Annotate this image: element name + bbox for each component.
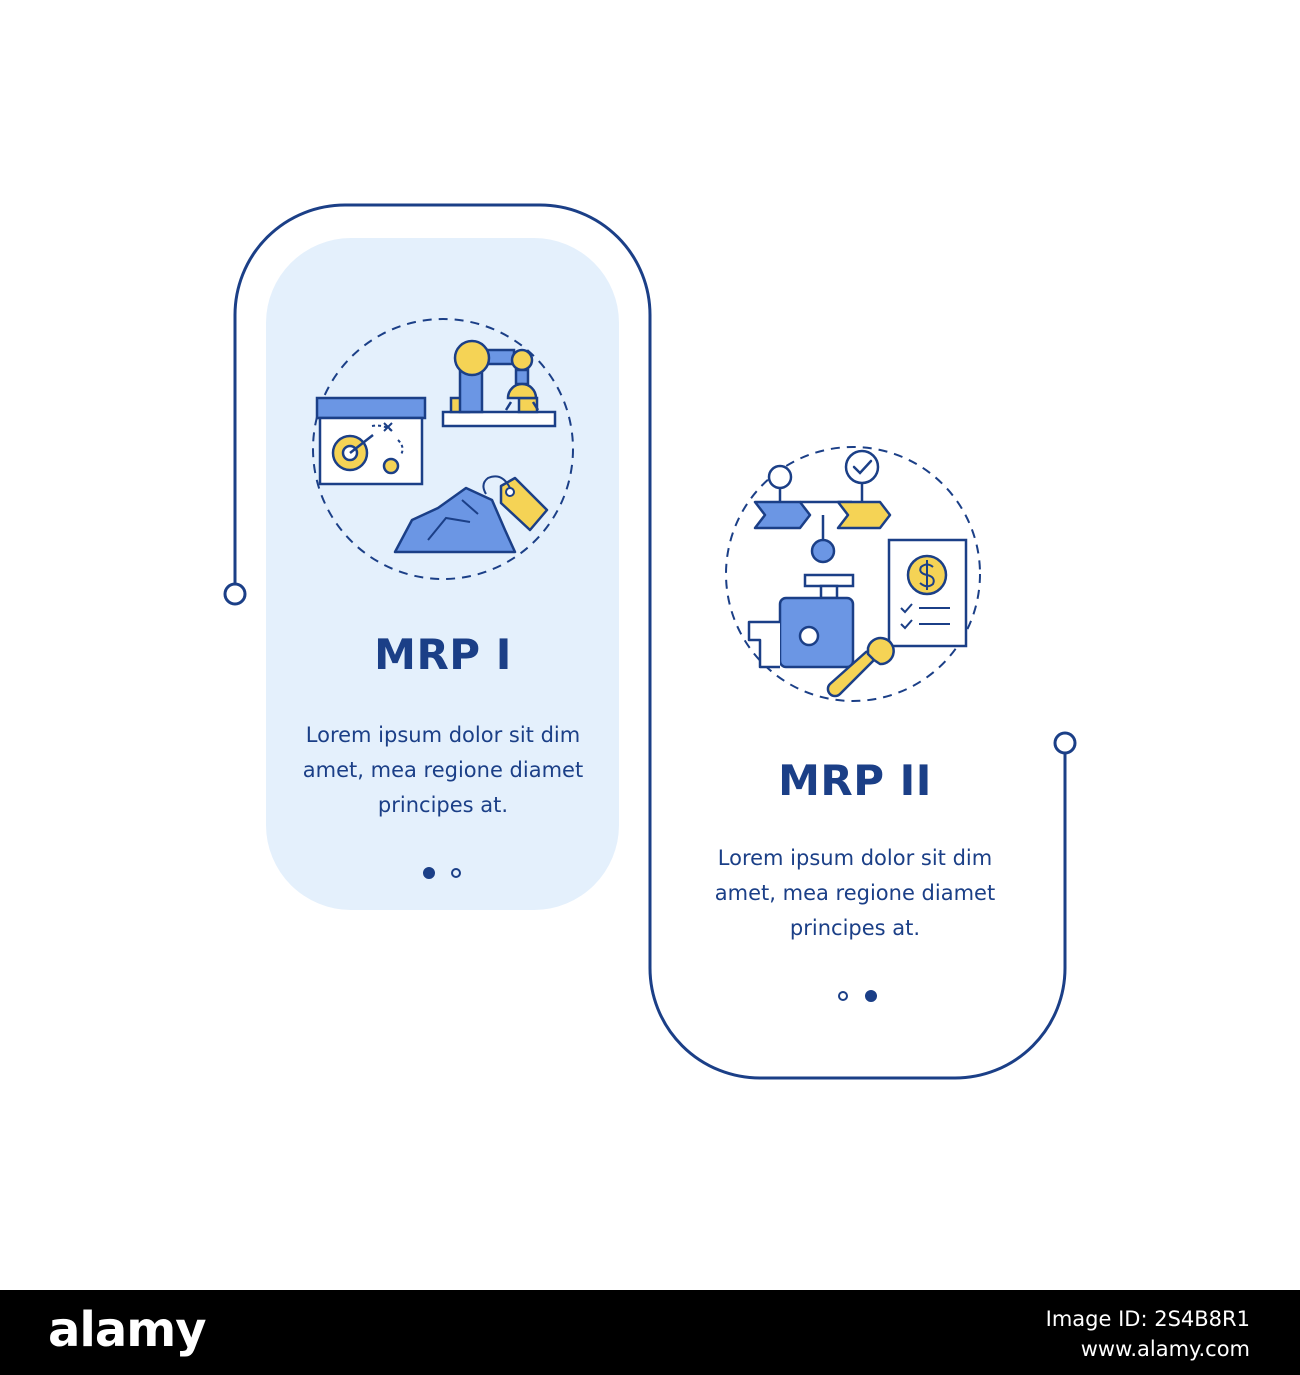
- step-2-description: Lorem ipsum dolor sit dim amet, mea regi…: [714, 846, 996, 940]
- step-2-title: MRP II: [778, 756, 932, 805]
- step-1-dot-2: [451, 868, 461, 878]
- engine-wrench-icon: [747, 573, 895, 698]
- alamy-logo: alamy: [48, 1302, 207, 1358]
- raw-materials-icon: [393, 486, 517, 554]
- site-url-label[interactable]: www.alamy.com: [1080, 1337, 1250, 1361]
- infographic-canvas: [223, 203, 1077, 1080]
- step-2-dot-1: [838, 991, 848, 1001]
- connector-endpoint-right: [1053, 731, 1077, 755]
- step-1-icon-group: [312, 318, 574, 580]
- invoice-dollar-icon: [887, 538, 968, 648]
- step-1-title: MRP I: [374, 630, 512, 679]
- step-1-dot-1: [423, 867, 435, 879]
- step-2-dashed-ring: [725, 446, 981, 702]
- strategy-board-icon: [315, 396, 427, 486]
- connector-frame-line: [233, 203, 1067, 1080]
- step-1-pagination: [423, 867, 461, 879]
- process-flow-icon: [753, 464, 892, 564]
- step-2-pagination: [838, 990, 877, 1002]
- step-1-dashed-ring: [312, 318, 574, 580]
- image-id-label: Image ID: 2S4B8R1: [1045, 1307, 1250, 1331]
- price-tag-icon: [482, 475, 549, 532]
- step-1-description: Lorem ipsum dolor sit dim amet, mea regi…: [302, 723, 584, 817]
- step-2-dot-2: [865, 990, 877, 1002]
- checkmark-icon: [844, 449, 880, 485]
- robotic-arm-icon: [441, 339, 557, 428]
- connector-endpoint-left: [223, 582, 247, 606]
- stock-footer-bar: alamy Image ID: 2S4B8R1 www.alamy.com: [0, 1290, 1300, 1375]
- step-2-icon-group: [725, 446, 981, 702]
